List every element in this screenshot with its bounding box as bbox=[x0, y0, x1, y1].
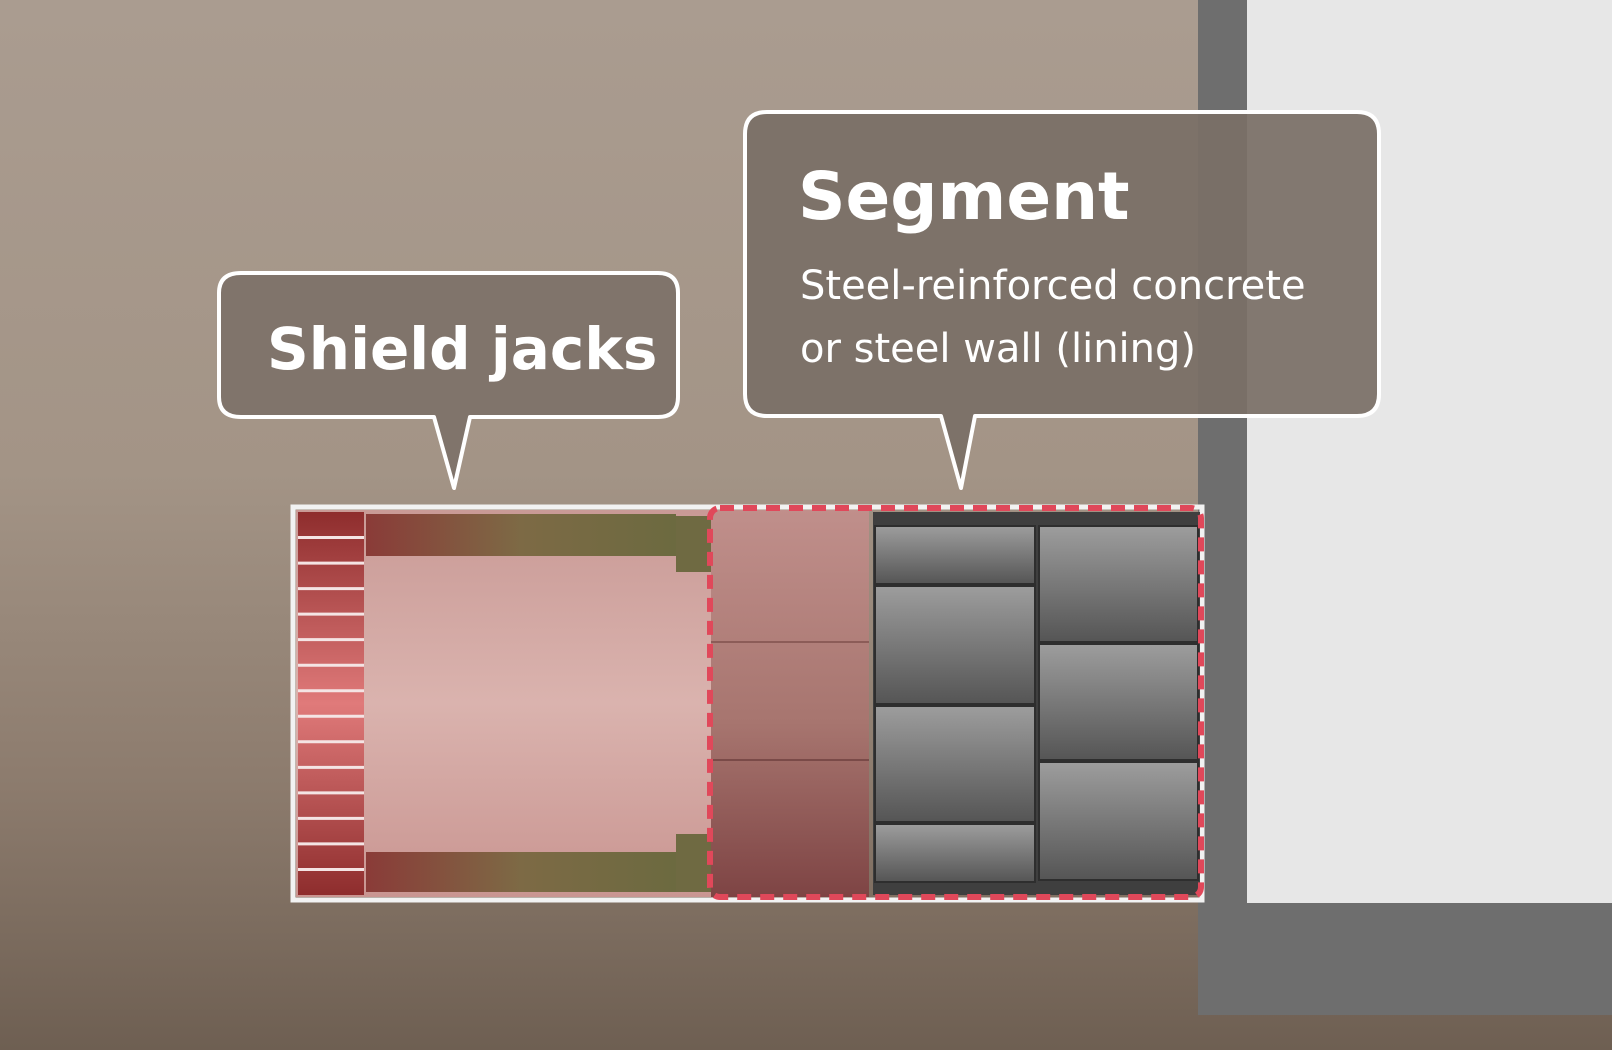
shield-jacks-callout-box bbox=[217, 271, 680, 490]
shield-jacks-title: Shield jacks bbox=[267, 315, 658, 383]
shield-jack-top bbox=[366, 514, 711, 572]
segment-title: Segment bbox=[798, 158, 1130, 235]
segment-description-line-1: Steel-reinforced concrete bbox=[800, 263, 1306, 309]
segment-highlight bbox=[707, 505, 1204, 900]
segment-description-line-2: or steel wall (lining) bbox=[800, 326, 1197, 372]
shield-body bbox=[296, 510, 711, 897]
segment-ring-new bbox=[711, 510, 869, 897]
shield-jack-bottom bbox=[366, 834, 711, 892]
segment-lining bbox=[873, 512, 1200, 895]
cutter-rings bbox=[298, 512, 364, 895]
segment-callout-box bbox=[743, 110, 1381, 490]
